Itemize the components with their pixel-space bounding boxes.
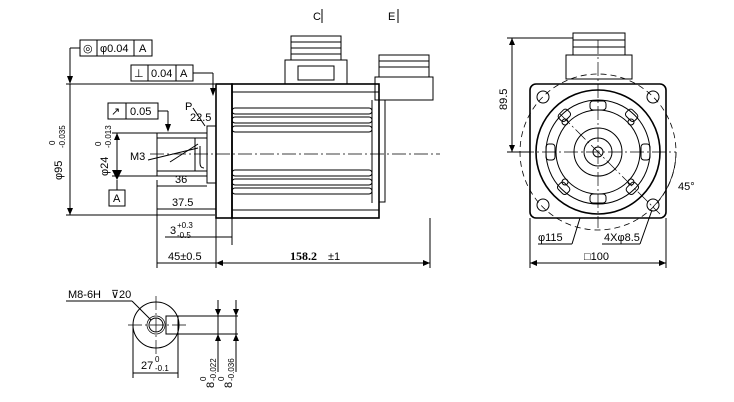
key-width-a-value: 8	[205, 382, 217, 388]
datum-box	[108, 189, 126, 207]
height-value: 89.5	[498, 89, 510, 110]
body-length-value: 158.2	[290, 249, 317, 263]
flange-thickness-value: 3	[170, 225, 176, 237]
mount-hole-bl	[536, 198, 550, 212]
datum-triangle	[112, 170, 122, 180]
shaft-end-view: M8-6H ⊽ 20 8 0 -0.022 8 0 -0.036 27 0 -0…	[66, 289, 239, 388]
key-width-b-tol-lower: -0.036	[227, 358, 236, 381]
angle-arc	[652, 151, 677, 208]
thread-depth-value: 20	[119, 289, 131, 301]
p-label: P	[185, 101, 192, 113]
thread-spec: M8-6H	[68, 289, 101, 301]
concentricity-value: φ0.04	[100, 43, 129, 55]
key-height-tol-lower: -0.1	[155, 364, 169, 373]
motor-body	[231, 83, 386, 219]
shaft-dia-dim: φ24 0 -0.013	[94, 125, 157, 177]
angle-value: 45°	[678, 181, 695, 193]
flange-dia-value: φ95	[53, 161, 65, 180]
square-value: □100	[584, 251, 609, 263]
thread-depth-symbol: ⊽	[111, 289, 119, 301]
holes-value: 4Xφ8.5	[604, 232, 640, 244]
section-marker-c: C	[313, 11, 321, 23]
section-marker-e: E	[388, 11, 395, 23]
shaft-dia-tol-lower: -0.013	[104, 125, 113, 148]
flange-thickness-dim: 3 +0.3 -0.5	[165, 221, 232, 240]
concentricity-frame: ◎ φ0.04 A	[67, 39, 153, 84]
runout-symbol: ↗	[111, 106, 120, 118]
key-width-a-tol-lower: -0.022	[209, 358, 218, 381]
key-height-value: 27	[141, 360, 153, 372]
mount-hole-tr	[646, 90, 660, 104]
p-leader	[192, 107, 206, 127]
key-length-dim: 36	[156, 174, 207, 212]
datum-label: A	[113, 193, 121, 205]
flange	[215, 83, 233, 219]
key-width-b-tol-upper: 0	[217, 376, 226, 381]
shaft-length-value: 45±0.5	[168, 251, 202, 263]
key-width-a-tol-upper: 0	[199, 376, 208, 381]
key-height-tol-upper: 0	[155, 355, 160, 364]
body-length-tol: ±1	[328, 251, 340, 263]
perpendicularity-datum: A	[180, 68, 188, 80]
connector-c	[284, 35, 348, 85]
perpendicularity-value: 0.04	[151, 68, 172, 80]
flange-dia-tol-upper: 0	[48, 140, 57, 145]
perpendicularity-frame: ⊥ 0.04 A	[130, 64, 216, 96]
p-value: 22.5	[190, 112, 211, 124]
runout-frame: ↗ 0.05	[107, 102, 171, 132]
shaft-dia-value: φ24	[99, 157, 111, 176]
flange-thickness-tol-upper: +0.3	[177, 221, 193, 230]
shaft-step-value: 37.5	[172, 197, 193, 209]
shaft-dia-tol-upper: 0	[94, 141, 103, 146]
runout-value: 0.05	[130, 106, 151, 118]
mount-hole-tl	[536, 90, 550, 104]
shaft-length-dim: 45±0.5	[157, 251, 216, 264]
shaft-step-dim: 37.5	[157, 197, 216, 210]
flange-thickness-tol-lower: -0.5	[177, 231, 191, 240]
perpendicularity-symbol: ⊥	[134, 68, 144, 80]
flange-dia-dim: φ95 0 -0.035	[48, 83, 215, 216]
concentricity-symbol: ◎	[83, 43, 93, 55]
concentricity-datum: A	[139, 43, 147, 55]
flange-dia-tol-lower: -0.035	[58, 125, 67, 148]
side-view: C E ◎ φ0.04 A ⊥ 0.04 A	[48, 9, 440, 268]
square-dim: □100	[529, 218, 667, 268]
key-length-value: 36	[175, 174, 187, 186]
body-length-dim: 158.2 ±1	[216, 249, 430, 266]
bolt-circle-value: φ115	[538, 232, 563, 244]
mount-hole-br	[646, 198, 660, 212]
front-view: 89.5 45° φ115 4Xφ8.5 □100	[498, 32, 695, 268]
height-dim: 89.5	[498, 37, 573, 153]
key-width-b-value: 8	[223, 382, 235, 388]
m3-label: M3	[130, 151, 145, 163]
connector-e	[374, 54, 434, 101]
